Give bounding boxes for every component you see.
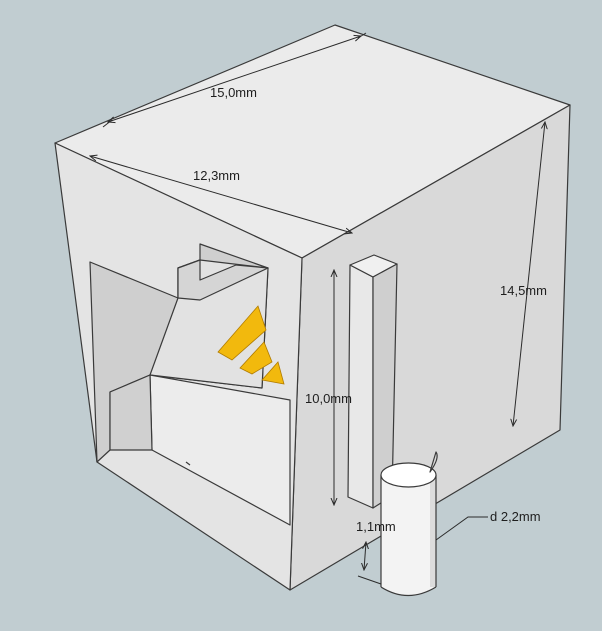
pin-bottom xyxy=(380,586,437,597)
dimension-height: 14,5mm xyxy=(500,122,547,426)
dim-label-top-width: 15,0mm xyxy=(210,85,257,100)
dim-label-pin-offset: 1,1mm xyxy=(356,519,396,534)
socket-key-notch xyxy=(177,259,269,301)
dimension-slot-length: 10,0mm xyxy=(305,270,352,505)
dimension-pin-diameter: d 2,2mm xyxy=(435,509,541,541)
pin-side-shade xyxy=(430,475,436,587)
dim-label-top-depth: 12,3mm xyxy=(193,168,240,183)
contact-pins xyxy=(217,305,285,385)
dimension-top-depth: 12,3mm xyxy=(90,156,352,233)
cylinder-pin xyxy=(380,451,438,597)
contact-pin xyxy=(239,341,273,375)
dimension-pin-offset: 1,1mm xyxy=(356,519,396,585)
contact-pin xyxy=(261,361,285,385)
inner-floor-side xyxy=(109,374,153,451)
pin-body xyxy=(381,475,436,587)
dim-label-slot-length: 10,0mm xyxy=(305,391,352,406)
dim-label-height: 14,5mm xyxy=(500,283,547,298)
dim-label-pin-diameter: d 2,2mm xyxy=(490,509,541,524)
contact-pin xyxy=(217,305,267,361)
pin-top xyxy=(380,462,437,488)
dimension-top-width: 15,0mm xyxy=(102,32,367,128)
slot-rib-front xyxy=(347,264,374,509)
